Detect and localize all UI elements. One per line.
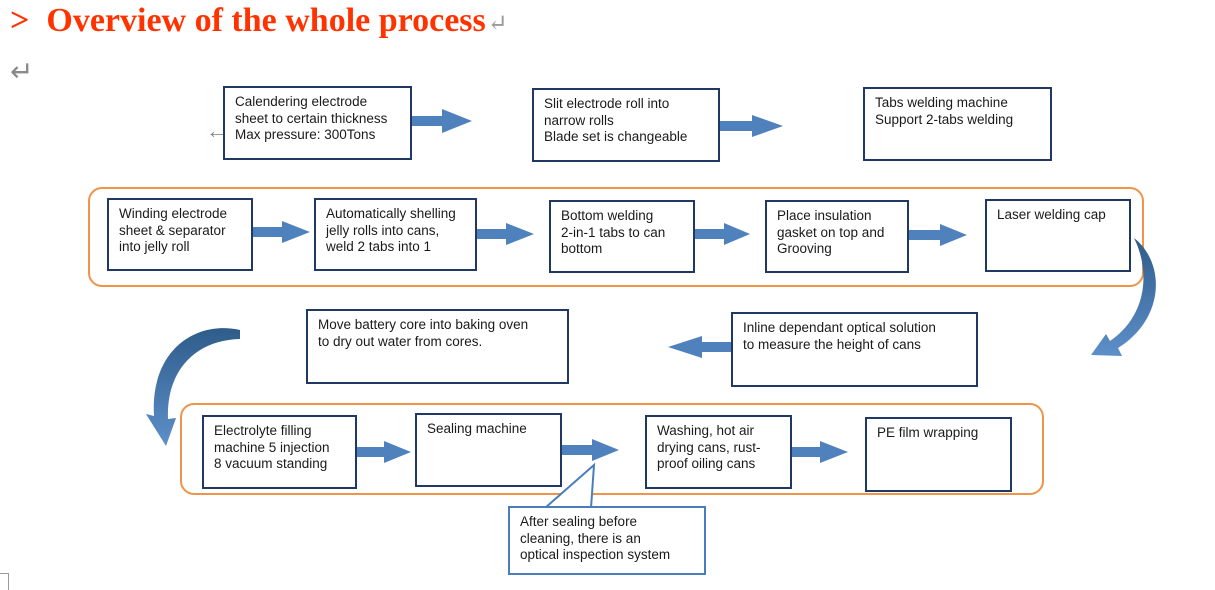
- step-sealing: Sealing machine: [415, 413, 562, 487]
- arrow-right: [909, 224, 967, 246]
- curved-arrow-down-right: [1091, 238, 1156, 356]
- arrow-right: [477, 223, 534, 245]
- process-group-cell-assembly: [88, 187, 1144, 287]
- arrow-right: [792, 441, 848, 463]
- step-calendering: Calendering electrode sheet to certain t…: [223, 86, 412, 160]
- step-winding: Winding electrode sheet & separator into…: [107, 198, 253, 271]
- arrow-right: [253, 221, 310, 243]
- arrow-right: [357, 441, 411, 463]
- return-mark: ↵: [10, 56, 34, 87]
- step-bottom-welding: Bottom welding 2-in-1 tabs to can bottom: [549, 200, 695, 273]
- curved-arrow-down-left: [146, 328, 240, 446]
- step-tabs-welding: Tabs welding machine Support 2-tabs weld…: [863, 87, 1052, 161]
- arrow-left: [668, 336, 732, 358]
- step-washing: Washing, hot air drying cans, rust- proo…: [645, 415, 792, 489]
- arrow-right: [562, 439, 619, 461]
- callout-optical-inspection: After sealing before cleaning, there is …: [508, 506, 706, 575]
- back-arrow-icon: ←: [206, 118, 228, 143]
- step-slit: Slit electrode roll into narrow rolls Bl…: [532, 88, 720, 162]
- arrow-right: [720, 115, 783, 137]
- step-pe-film: PE film wrapping: [865, 417, 1012, 492]
- arrow-right: [412, 109, 472, 133]
- return-mark: ↵: [487, 11, 508, 37]
- step-shelling: Automatically shelling jelly rolls into …: [314, 198, 477, 271]
- step-baking: Move battery core into baking oven to dr…: [306, 309, 569, 384]
- step-insulation: Place insulation gasket on top and Groov…: [765, 200, 909, 273]
- page-corner-mark: [0, 573, 9, 590]
- step-laser-welding: Laser welding cap: [985, 199, 1131, 272]
- step-electrolyte: Electrolyte filling machine 5 injection …: [202, 415, 357, 489]
- process-group-finishing: [180, 403, 1044, 495]
- page-title: > Overview of the whole process↵: [10, 2, 508, 39]
- step-optical-height: Inline dependant optical solution to mea…: [731, 312, 978, 387]
- arrow-right: [695, 223, 750, 245]
